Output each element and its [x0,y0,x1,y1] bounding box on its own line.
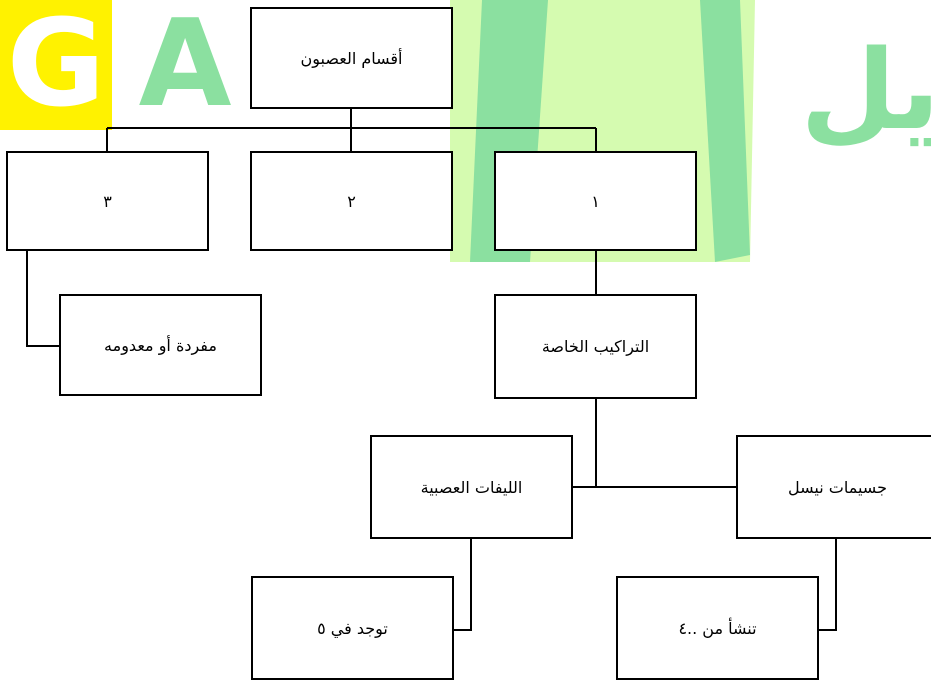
branch-node-1: ١ [494,151,697,251]
left-leaf-node: توجد في ٥ [251,576,454,680]
watermark-arabic-text: يل [800,26,931,154]
neurofibrils-node: الليفات العصبية [370,435,573,539]
watermark-stripe-right [700,0,750,262]
connector-branch3-child [26,250,60,347]
watermark-letter-a: A [138,0,232,134]
connector-right-leaf [818,538,837,631]
connector-left-leaf [453,538,472,631]
right-leaf-node: تنشأ من ..٤ [616,576,819,680]
branch-node-3: ٣ [6,151,209,251]
branch3-child-node: مفردة أو معدومه [59,294,262,396]
branch-node-2: ٢ [250,151,453,251]
nissl-bodies-node: جسيمات نيسل [736,435,931,539]
watermark-g-tile [0,0,112,130]
root-node: أقسام العصبون [250,7,453,109]
special-structures-node: التراكيب الخاصة [494,294,697,399]
watermark-letter-g: G [6,0,106,134]
